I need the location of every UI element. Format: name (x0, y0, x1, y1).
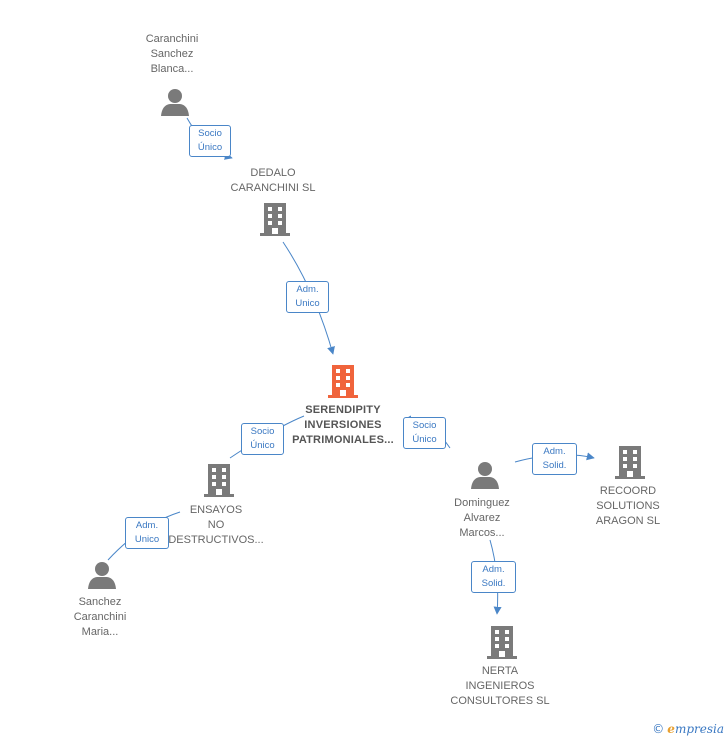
edge-label-dominguez-nerta[interactable]: Adm. Solid. (471, 561, 516, 593)
edge-label-dominguez-serendipity[interactable]: Socio Único (403, 417, 446, 449)
edge-label-ensayos-serendipity[interactable]: Socio Único (241, 423, 284, 455)
node-label-serendipity[interactable]: SERENDIPITY INVERSIONES PATRIMONIALES... (292, 404, 394, 446)
building-icon (204, 464, 234, 497)
node-label-nerta[interactable]: NERTA INGENIEROS CONSULTORES SL (450, 665, 550, 707)
edge-label-dominguez-recoord[interactable]: Adm. Solid. (532, 443, 577, 475)
edge-label-maria-ensayos[interactable]: Adm. Unico (125, 517, 169, 549)
building-icon-highlight (328, 365, 358, 398)
brand-logo: ©empresia (652, 722, 724, 736)
node-label-sanchez-maria[interactable]: Sanchez Caranchini Maria... (73, 596, 127, 638)
person-icon (88, 562, 116, 589)
building-icon (487, 626, 517, 659)
node-label-ensayos[interactable]: ENSAYOS NO DESTRUCTIVOS... (168, 504, 264, 546)
building-icon (615, 446, 645, 479)
node-label-dedalo[interactable]: DEDALO CARANCHINI SL (230, 167, 316, 194)
edge-label-blanca-dedalo[interactable]: Socio Único (189, 125, 231, 157)
node-label-dominguez[interactable]: Dominguez Alvarez Marcos... (454, 497, 510, 539)
person-icon (471, 462, 499, 489)
copyright-symbol: © (652, 722, 665, 736)
node-label-recoord[interactable]: RECOORD SOLUTIONS ARAGON SL (595, 485, 661, 527)
person-icon (161, 89, 189, 116)
brand-name: mpresia (674, 722, 724, 736)
node-label-caranchini-blanca[interactable]: Caranchini Sanchez Blanca... (145, 33, 199, 75)
brand-e: e (667, 722, 675, 736)
edge-label-dedalo-serendipity[interactable]: Adm. Unico (286, 281, 329, 313)
building-icon (260, 203, 290, 236)
